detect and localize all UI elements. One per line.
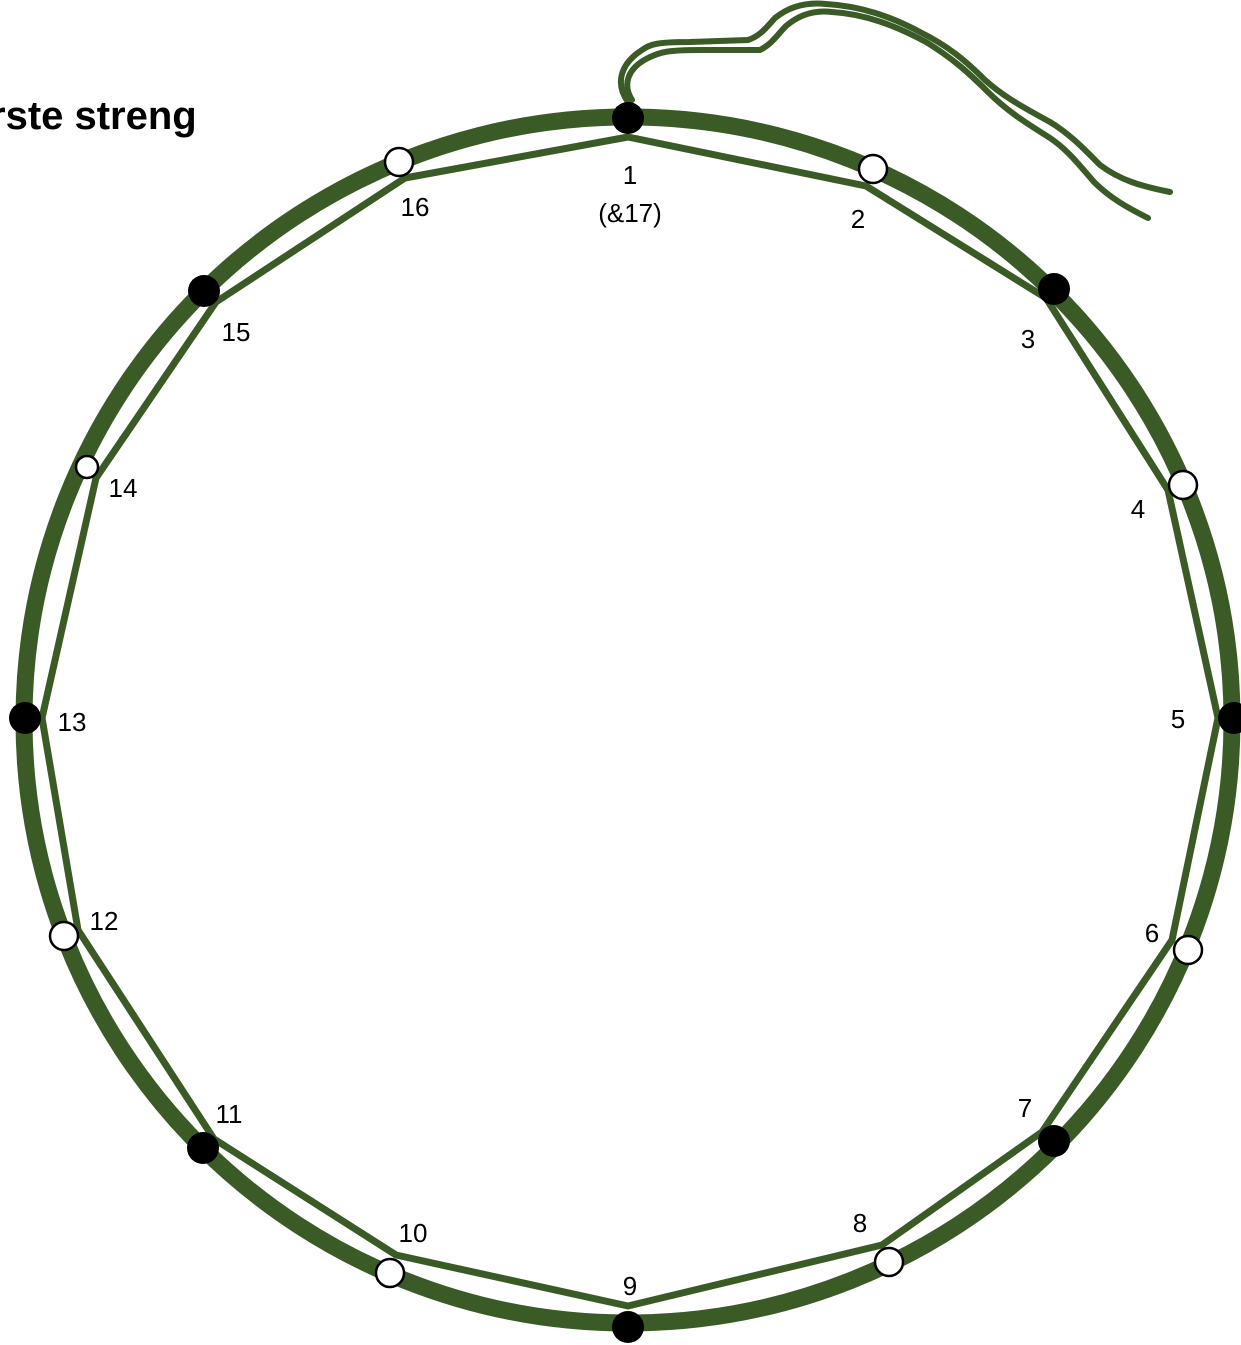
pin-14-marker [76, 456, 98, 478]
pin-13-label: 13 [58, 707, 87, 737]
pin-12-label: 12 [90, 906, 119, 936]
pin-8-label: 8 [853, 1208, 867, 1238]
pin-5-marker [1218, 702, 1241, 734]
pin-7-label: 7 [1018, 1093, 1032, 1123]
pin-16-marker [385, 148, 413, 176]
pin-3-marker [1038, 273, 1070, 305]
pin-10-marker [376, 1259, 404, 1287]
string-path [42, 137, 1218, 1306]
pin-9-label: 9 [623, 1271, 637, 1301]
pin-8-marker [875, 1248, 903, 1276]
pin-4-marker [1169, 471, 1197, 499]
pin-14-label: 14 [109, 473, 138, 503]
pin-16-label: 16 [401, 192, 430, 222]
pin-13-marker [9, 702, 41, 734]
pin-4-label: 4 [1131, 494, 1145, 524]
pin-11-label: 11 [216, 1099, 243, 1129]
pin-7-marker [1038, 1125, 1070, 1157]
pin-15-label: 15 [222, 317, 251, 347]
pin-9-marker [612, 1311, 644, 1343]
pin-1-sublabel: (&17) [598, 198, 662, 228]
pin-5-label: 5 [1171, 704, 1185, 734]
pin-labels: 1 (&17) 2 3 4 5 6 7 8 9 10 11 12 13 14 15 16 [58, 160, 1186, 1301]
pin-1-label: 1 [623, 160, 637, 190]
pin-6-marker [1174, 936, 1202, 964]
pin-1-marker [612, 102, 644, 134]
pin-15-marker [188, 275, 220, 307]
pin-11-marker [187, 1132, 219, 1164]
pin-2-label: 2 [851, 204, 865, 234]
pin-6-label: 6 [1145, 918, 1159, 948]
pin-10-label: 10 [399, 1218, 428, 1248]
pin-12-marker [50, 922, 78, 950]
loose-thread-end [621, 4, 1170, 192]
pin-2-marker [859, 155, 887, 183]
pin-3-label: 3 [1021, 324, 1035, 354]
